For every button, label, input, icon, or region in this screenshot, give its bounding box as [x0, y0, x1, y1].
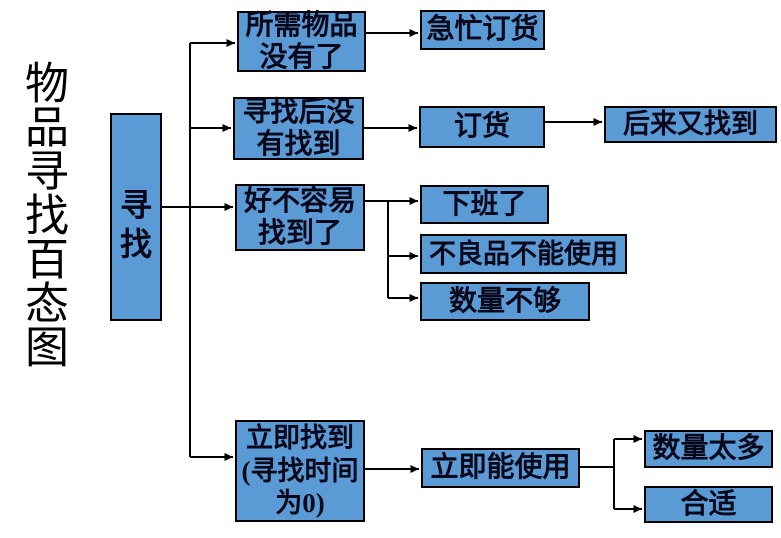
node-needed-gone: 所需物品 没有了 — [237, 10, 366, 73]
node-suitable: 合适 — [644, 486, 773, 523]
node-off-work-label: 下班了 — [442, 188, 527, 220]
node-search-root-label: 寻 找 — [119, 186, 152, 262]
node-immediate-found: 立即找到 (寻找时间 为0) — [235, 420, 365, 522]
node-too-many: 数量太多 — [644, 430, 773, 468]
node-not-found: 寻找后没 有找到 — [233, 97, 364, 160]
node-hurry-order-label: 急忙订货 — [426, 14, 539, 46]
node-found-later-label: 后来又找到 — [623, 109, 758, 140]
node-search-root: 寻 找 — [110, 113, 162, 321]
node-defective-label: 不良品不能使用 — [429, 238, 618, 269]
node-hard-found: 好不容易 找到了 — [235, 184, 365, 251]
node-suitable-label: 合适 — [680, 488, 737, 520]
node-not-enough-label: 数量不够 — [448, 285, 561, 317]
node-order-label: 订货 — [453, 111, 510, 143]
node-immediately-usable: 立即能使用 — [421, 448, 580, 488]
node-hard-found-label: 好不容易 找到了 — [243, 186, 356, 249]
node-not-found-label: 寻找后没 有找到 — [242, 97, 355, 160]
node-needed-gone-label: 所需物品 没有了 — [245, 10, 358, 73]
node-hurry-order: 急忙订货 — [420, 10, 545, 50]
node-immediate-found-label: 立即找到 (寻找时间 为0) — [241, 423, 359, 519]
node-defective: 不良品不能使用 — [420, 234, 627, 274]
node-too-many-label: 数量太多 — [652, 433, 765, 465]
node-order: 订货 — [419, 106, 545, 148]
node-not-enough: 数量不够 — [420, 282, 590, 321]
node-found-later: 后来又找到 — [604, 106, 777, 143]
diagram-title: 物品寻找百态图 — [18, 60, 67, 368]
node-off-work: 下班了 — [420, 185, 549, 224]
node-immediately-usable-label: 立即能使用 — [430, 452, 571, 484]
